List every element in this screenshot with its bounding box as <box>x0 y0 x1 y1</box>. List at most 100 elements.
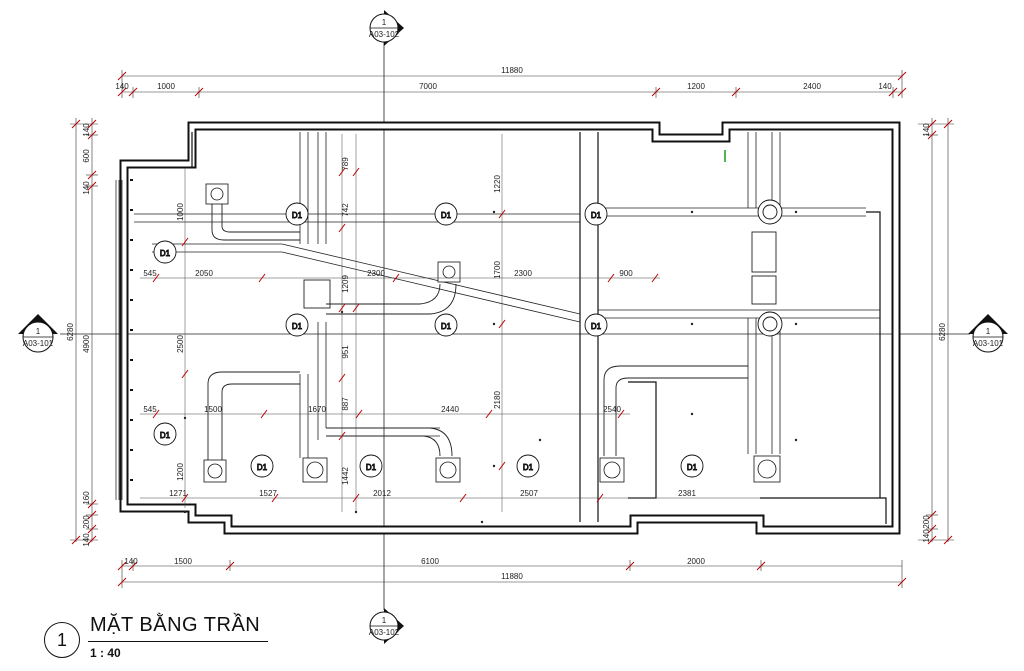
left-wall-studs <box>130 179 133 481</box>
svg-text:1: 1 <box>986 327 991 336</box>
svg-text:2400: 2400 <box>803 82 821 91</box>
svg-text:1: 1 <box>382 18 387 27</box>
svg-text:789: 789 <box>341 157 350 171</box>
svg-text:1527: 1527 <box>259 489 277 498</box>
d1-diffuser: D1 <box>434 313 458 337</box>
section-marker-top[interactable]: 1 A03-102 <box>369 10 404 46</box>
round-diffusers <box>757 199 783 337</box>
svg-text:A03-101: A03-101 <box>973 339 1004 348</box>
return-grille <box>599 457 625 483</box>
d1-diffuser: D1 <box>584 313 608 337</box>
svg-text:887: 887 <box>341 397 350 411</box>
return-grille <box>205 183 229 205</box>
svg-text:140: 140 <box>922 123 931 137</box>
d1-diffuser: D1 <box>285 202 309 226</box>
svg-text:140: 140 <box>82 533 91 547</box>
svg-text:140: 140 <box>124 557 138 566</box>
svg-text:545: 545 <box>143 405 157 414</box>
ceiling-dots <box>183 210 798 524</box>
top-overall-dim: 11880 <box>501 66 523 75</box>
right-dimension-lines <box>918 118 954 542</box>
svg-text:200: 200 <box>922 515 931 529</box>
svg-text:951: 951 <box>341 345 350 359</box>
bottom-overall-dim: 11880 <box>501 572 523 581</box>
svg-text:1209: 1209 <box>341 275 350 293</box>
return-grille <box>437 261 461 283</box>
right-dimension-ticks <box>927 119 953 545</box>
d1-diffusers: D1 D1 D1 D1 D1 D1 D1 D1 D1 D1 D1 D1 <box>153 202 704 478</box>
drawing-title: MẶT BẰNG TRẦN <box>90 614 261 636</box>
return-grille <box>435 457 461 483</box>
dimension-text: 11880 140 1000 7000 1200 2400 140 11880 … <box>66 66 947 581</box>
svg-text:2000: 2000 <box>687 557 705 566</box>
section-marker-right[interactable]: 1 A03-101 <box>968 314 1008 353</box>
svg-text:1200: 1200 <box>687 82 705 91</box>
return-grilles <box>203 183 781 483</box>
svg-text:2180: 2180 <box>493 391 502 409</box>
svg-text:A03-102: A03-102 <box>369 30 400 39</box>
svg-text:D1: D1 <box>441 322 452 331</box>
svg-text:1000: 1000 <box>157 82 175 91</box>
outer-wall <box>119 121 901 535</box>
section-marker-left[interactable]: 1 A03-101 <box>18 314 58 353</box>
svg-text:1000: 1000 <box>176 203 185 221</box>
svg-text:A03-101: A03-101 <box>23 339 54 348</box>
svg-text:7000: 7000 <box>419 82 437 91</box>
svg-text:140: 140 <box>878 82 892 91</box>
view-number-badge: 1 <box>44 622 80 658</box>
return-grille <box>302 457 328 483</box>
svg-text:545: 545 <box>143 269 157 278</box>
d1-diffuser: D1 <box>285 313 309 337</box>
svg-text:D1: D1 <box>591 322 602 331</box>
svg-text:D1: D1 <box>366 463 377 472</box>
svg-text:1271: 1271 <box>169 489 187 498</box>
title-underline <box>88 641 268 642</box>
d1-diffuser: D1 <box>250 454 274 478</box>
svg-text:1670: 1670 <box>308 405 326 414</box>
svg-text:D1: D1 <box>591 211 602 220</box>
right-overall-dim: 6280 <box>938 323 947 341</box>
left-dimension-ticks <box>71 119 97 545</box>
svg-text:D1: D1 <box>257 463 268 472</box>
left-overall-dim: 6280 <box>66 323 75 341</box>
return-grille <box>753 455 781 483</box>
svg-text:2540: 2540 <box>603 405 621 414</box>
svg-text:160: 160 <box>82 491 91 505</box>
interior-dimension-ticks <box>152 167 659 503</box>
svg-text:600: 600 <box>82 149 91 163</box>
svg-text:D1: D1 <box>292 211 303 220</box>
ductwork <box>207 204 777 460</box>
svg-text:1220: 1220 <box>493 175 502 193</box>
svg-text:1500: 1500 <box>174 557 192 566</box>
drawing-title-block: 1 MẶT BẰNG TRẦN 1 : 40 <box>44 612 304 668</box>
svg-text:1442: 1442 <box>341 467 350 485</box>
svg-text:D1: D1 <box>523 463 534 472</box>
top-dimension-ticks <box>117 71 907 97</box>
svg-text:D1: D1 <box>160 431 171 440</box>
svg-text:2300: 2300 <box>514 269 532 278</box>
ceiling-beams <box>134 132 880 458</box>
svg-text:6100: 6100 <box>421 557 439 566</box>
d1-diffuser: D1 <box>680 454 704 478</box>
svg-text:2012: 2012 <box>373 489 391 498</box>
top-dimension-lines <box>121 70 903 98</box>
svg-text:D1: D1 <box>441 211 452 220</box>
svg-text:2381: 2381 <box>678 489 696 498</box>
svg-text:200: 200 <box>82 515 91 529</box>
drawing-scale: 1 : 40 <box>90 646 121 660</box>
svg-text:742: 742 <box>341 203 350 217</box>
d1-diffuser: D1 <box>359 454 383 478</box>
svg-text:A03-102: A03-102 <box>369 628 400 637</box>
return-grille <box>203 459 227 483</box>
d1-diffuser: D1 <box>584 202 608 226</box>
svg-text:1: 1 <box>36 327 41 336</box>
svg-text:900: 900 <box>619 269 633 278</box>
bottom-dimension-ticks <box>117 561 907 587</box>
svg-text:1500: 1500 <box>204 405 222 414</box>
svg-text:D1: D1 <box>292 322 303 331</box>
svg-text:1700: 1700 <box>493 261 502 279</box>
section-marker-bottom[interactable]: 1 A03-102 <box>369 608 404 644</box>
svg-text:D1: D1 <box>160 249 171 258</box>
round-diffuser <box>757 199 783 225</box>
